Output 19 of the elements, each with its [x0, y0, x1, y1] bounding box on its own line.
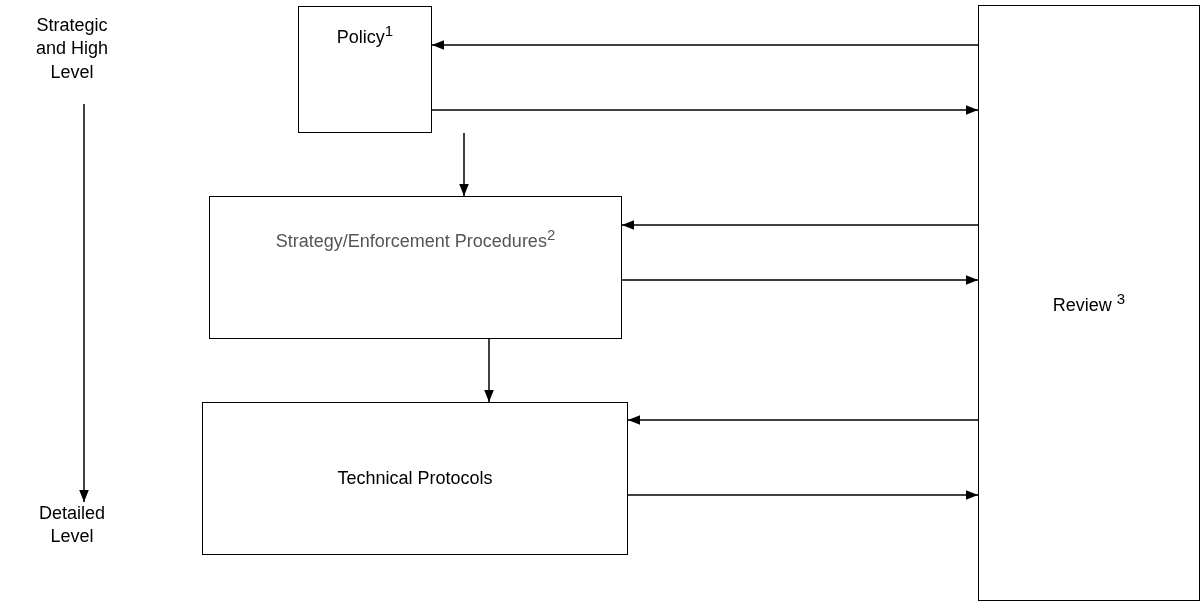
- box-label: Review $^{3}$: [1052, 288, 1126, 317]
- arrow: [627, 490, 979, 500]
- arrow: [627, 415, 979, 425]
- arrow: [459, 132, 469, 197]
- level-label: Detailed Level: [37, 502, 106, 549]
- level-label: Strategic and High Level: [34, 14, 110, 84]
- box-label: Technical Protocols: [337, 466, 493, 490]
- arrow: [484, 338, 494, 403]
- process-box: [209, 196, 622, 339]
- box-label: Strategy/Enforcement Procedures$^{2}$: [275, 225, 556, 253]
- process-box: [298, 6, 432, 133]
- arrow: [431, 105, 979, 115]
- process-box: [202, 402, 628, 555]
- arrow: [431, 40, 979, 50]
- arrow: [621, 275, 979, 285]
- arrow: [79, 103, 89, 503]
- process-box: [978, 5, 1200, 601]
- box-label: Policy$^{1}$: [336, 21, 394, 49]
- arrow: [621, 220, 979, 230]
